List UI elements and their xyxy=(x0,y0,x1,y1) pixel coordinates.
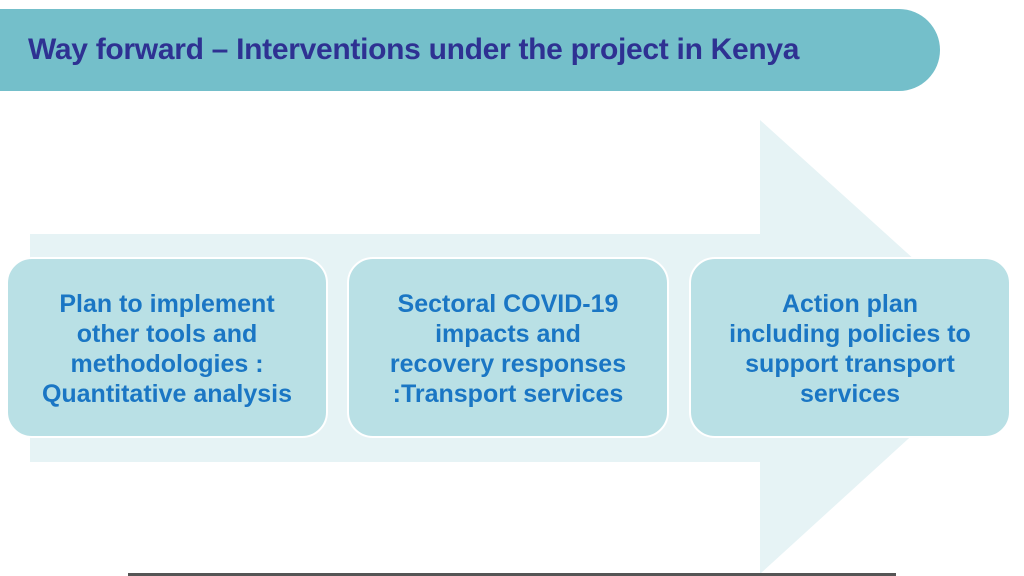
step-text: Sectoral COVID-19 impacts and recovery r… xyxy=(389,290,627,408)
bottom-divider xyxy=(128,573,896,576)
step-text: Plan to implement other tools and method… xyxy=(41,290,293,408)
step-box-action-plan: Action plan including policies to suppor… xyxy=(689,257,1011,438)
title-banner: Way forward – Interventions under the pr… xyxy=(0,9,940,91)
step-box-quantitative-analysis: Plan to implement other tools and method… xyxy=(6,257,328,438)
step-box-transport-services: Sectoral COVID-19 impacts and recovery r… xyxy=(347,257,669,438)
slide-title: Way forward – Interventions under the pr… xyxy=(28,33,800,66)
step-text: Action plan including policies to suppor… xyxy=(729,290,971,408)
